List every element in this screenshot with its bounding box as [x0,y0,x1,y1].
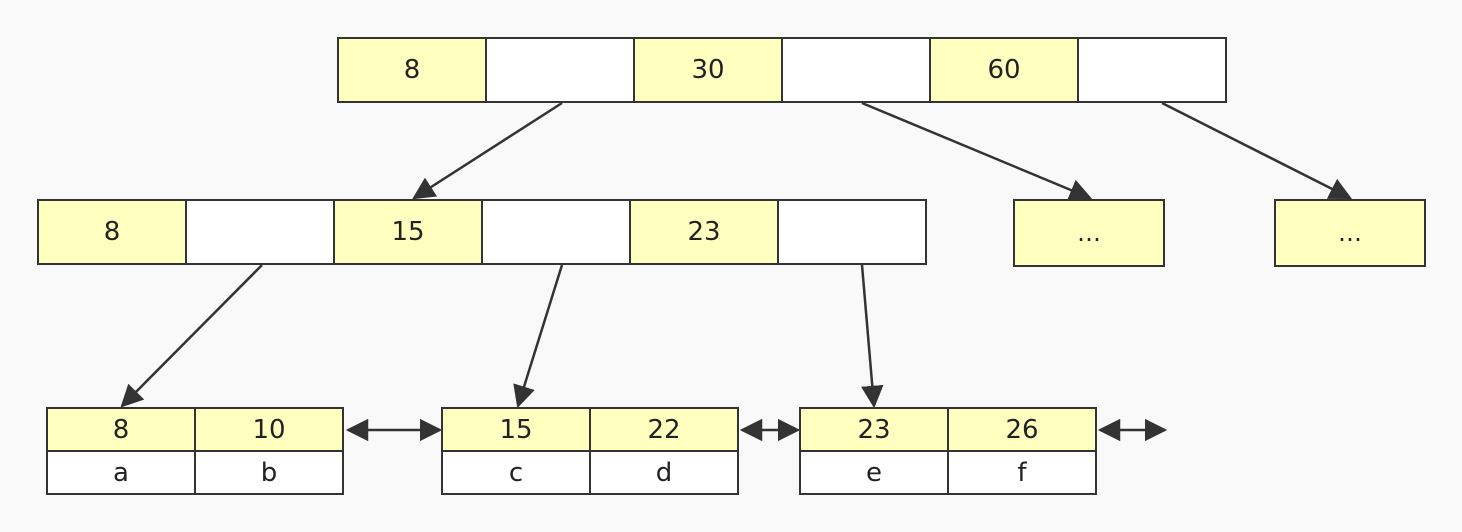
root-key-cell: 60 [929,37,1079,103]
root-pointer-cell [485,37,635,103]
internal-key-cell: 23 [629,199,779,265]
leaf-value-cell: e [799,450,949,495]
edge-root-to-stub-2 [1161,101,1353,200]
leaf-value-cell: b [194,450,344,495]
internal-key-cell: 15 [333,199,483,265]
leaf-value-cell: c [441,450,591,495]
edge-root-to-stub-1 [861,101,1093,201]
leaf-key-cell: 8 [46,407,196,452]
internal-node: 8 15 23 [37,199,927,265]
leaf-node-3: 23 26 e f [799,407,1097,495]
leaf-key-cell: 26 [947,407,1097,452]
root-pointer-cell [1077,37,1227,103]
leaf-key-cell: 23 [799,407,949,452]
leaf-value-cell: a [46,450,196,495]
leaf-node-1: 8 10 a b [46,407,344,495]
leaf-value-cell: f [947,450,1097,495]
leaf-node-2: 15 22 c d [441,407,739,495]
internal-pointer-cell [777,199,927,265]
edge-internal-to-leaf-1 [120,264,263,408]
internal-key-cell: 8 [37,199,187,265]
root-key-cell: 8 [337,37,487,103]
stub-node-1: … [1013,199,1165,267]
leaf-key-cell: 22 [589,407,739,452]
stub-node-2: … [1274,199,1426,267]
edge-root-to-internal [412,101,563,200]
leaf-key-cell: 15 [441,407,591,452]
internal-pointer-cell [185,199,335,265]
leaf-value-cell: d [589,450,739,495]
root-node: 8 30 60 [337,37,1227,103]
root-pointer-cell [781,37,931,103]
root-key-cell: 30 [633,37,783,103]
internal-pointer-cell [481,199,631,265]
edge-internal-to-leaf-2 [513,264,564,409]
edge-internal-to-leaf-3 [860,264,884,409]
leaf-key-cell: 10 [194,407,344,452]
